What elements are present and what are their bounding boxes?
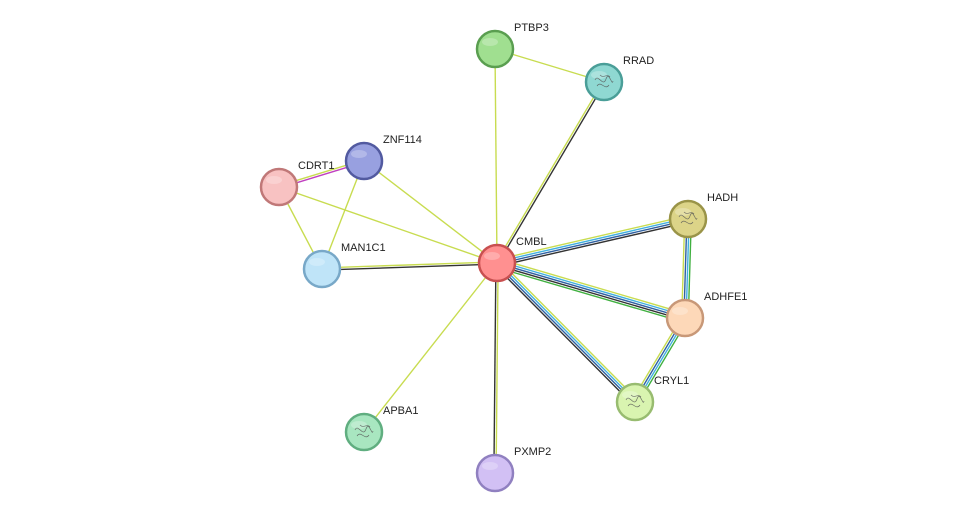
edge-evidence-line: [278, 186, 498, 264]
node-circle[interactable]: [259, 167, 299, 207]
edge-evidence-line: [493, 262, 497, 473]
edge-evidence-line: [496, 215, 688, 261]
node-circle[interactable]: [665, 298, 705, 338]
node-highlight: [672, 307, 688, 315]
edge-evidence-line: [495, 81, 604, 263]
edge-evidence-line: [496, 264, 685, 321]
edge-cmbl-hadh[interactable]: [496, 215, 689, 267]
edge-evidence-line: [496, 217, 688, 263]
edge-evidence-line: [495, 263, 499, 474]
node-highlight: [351, 150, 367, 158]
edge-cmbl-pxmp2[interactable]: [493, 262, 499, 474]
node-highlight: [482, 38, 498, 46]
edge-evidence-line: [494, 264, 634, 405]
edge-evidence-line: [363, 160, 498, 264]
node-label: APBA1: [383, 405, 418, 417]
node-cmbl[interactable]: CMBL: [477, 236, 547, 283]
edge-evidence-line: [363, 262, 498, 433]
node-hadh[interactable]: HADH: [668, 192, 738, 239]
protein-structure-icon: [625, 394, 645, 408]
edge-evidence-line: [498, 260, 638, 401]
node-znf114[interactable]: ZNF114: [344, 134, 422, 181]
protein-structure-icon: [594, 74, 614, 88]
node-pxmp2[interactable]: PXMP2: [475, 446, 551, 493]
edge-evidence-line: [496, 262, 686, 319]
node-label: CRYL1: [654, 375, 689, 387]
edge-evidence-line: [495, 263, 635, 404]
edge-evidence-line: [497, 219, 689, 265]
node-label: CDRT1: [298, 160, 334, 172]
edge-evidence-line: [497, 221, 689, 267]
edge-evidence-line: [497, 260, 686, 317]
edge-cmbl-cryl1[interactable]: [494, 260, 638, 405]
edge-cmbl-ptbp3[interactable]: [494, 48, 498, 264]
edge-cmbl-rrad[interactable]: [495, 81, 606, 264]
node-label: HADH: [707, 192, 738, 204]
edge-evidence-line: [322, 263, 498, 271]
edge-evidence-line: [495, 266, 684, 323]
node-cdrt1[interactable]: CDRT1: [259, 160, 334, 207]
edge-znf114-cmbl[interactable]: [363, 160, 498, 264]
edge-evidence-line: [497, 82, 606, 264]
node-circle[interactable]: [344, 141, 384, 181]
node-highlight: [309, 258, 325, 266]
protein-structure-icon: [354, 424, 374, 438]
edge-evidence-line: [497, 261, 637, 402]
node-rrad[interactable]: RRAD: [584, 55, 654, 102]
node-circle[interactable]: [475, 453, 515, 493]
node-label: PXMP2: [514, 446, 551, 458]
edge-evidence-line: [494, 48, 498, 264]
node-cryl1[interactable]: CRYL1: [615, 375, 689, 422]
edge-cdrt1-cmbl[interactable]: [278, 186, 498, 264]
node-man1c1[interactable]: MAN1C1: [302, 242, 386, 289]
node-label: ZNF114: [383, 134, 422, 146]
node-label: PTBP3: [514, 22, 549, 34]
edge-cmbl-adhfe1[interactable]: [495, 258, 687, 323]
node-label: RRAD: [623, 55, 654, 67]
edge-man1c1-cmbl[interactable]: [321, 261, 498, 271]
node-apba1[interactable]: APBA1: [344, 405, 418, 452]
edge-evidence-line: [321, 160, 365, 270]
node-circle[interactable]: [302, 249, 342, 289]
node-highlight: [591, 71, 607, 79]
edge-znf114-man1c1[interactable]: [321, 160, 365, 270]
node-circle[interactable]: [475, 29, 515, 69]
node-label: MAN1C1: [341, 242, 386, 254]
node-ptbp3[interactable]: PTBP3: [475, 22, 549, 69]
node-adhfe1[interactable]: ADHFE1: [665, 291, 747, 338]
node-label: ADHFE1: [704, 291, 747, 303]
edge-evidence-line: [498, 258, 687, 315]
node-highlight: [351, 421, 367, 429]
node-highlight: [482, 462, 498, 470]
node-highlight: [484, 252, 500, 260]
node-highlight: [266, 176, 282, 184]
node-highlight: [622, 391, 638, 399]
protein-structure-icon: [678, 211, 698, 225]
edge-evidence-line: [321, 261, 497, 269]
node-label: CMBL: [516, 236, 547, 248]
node-circle[interactable]: [477, 243, 517, 283]
node-highlight: [675, 208, 691, 216]
edge-cmbl-apba1[interactable]: [363, 262, 498, 433]
